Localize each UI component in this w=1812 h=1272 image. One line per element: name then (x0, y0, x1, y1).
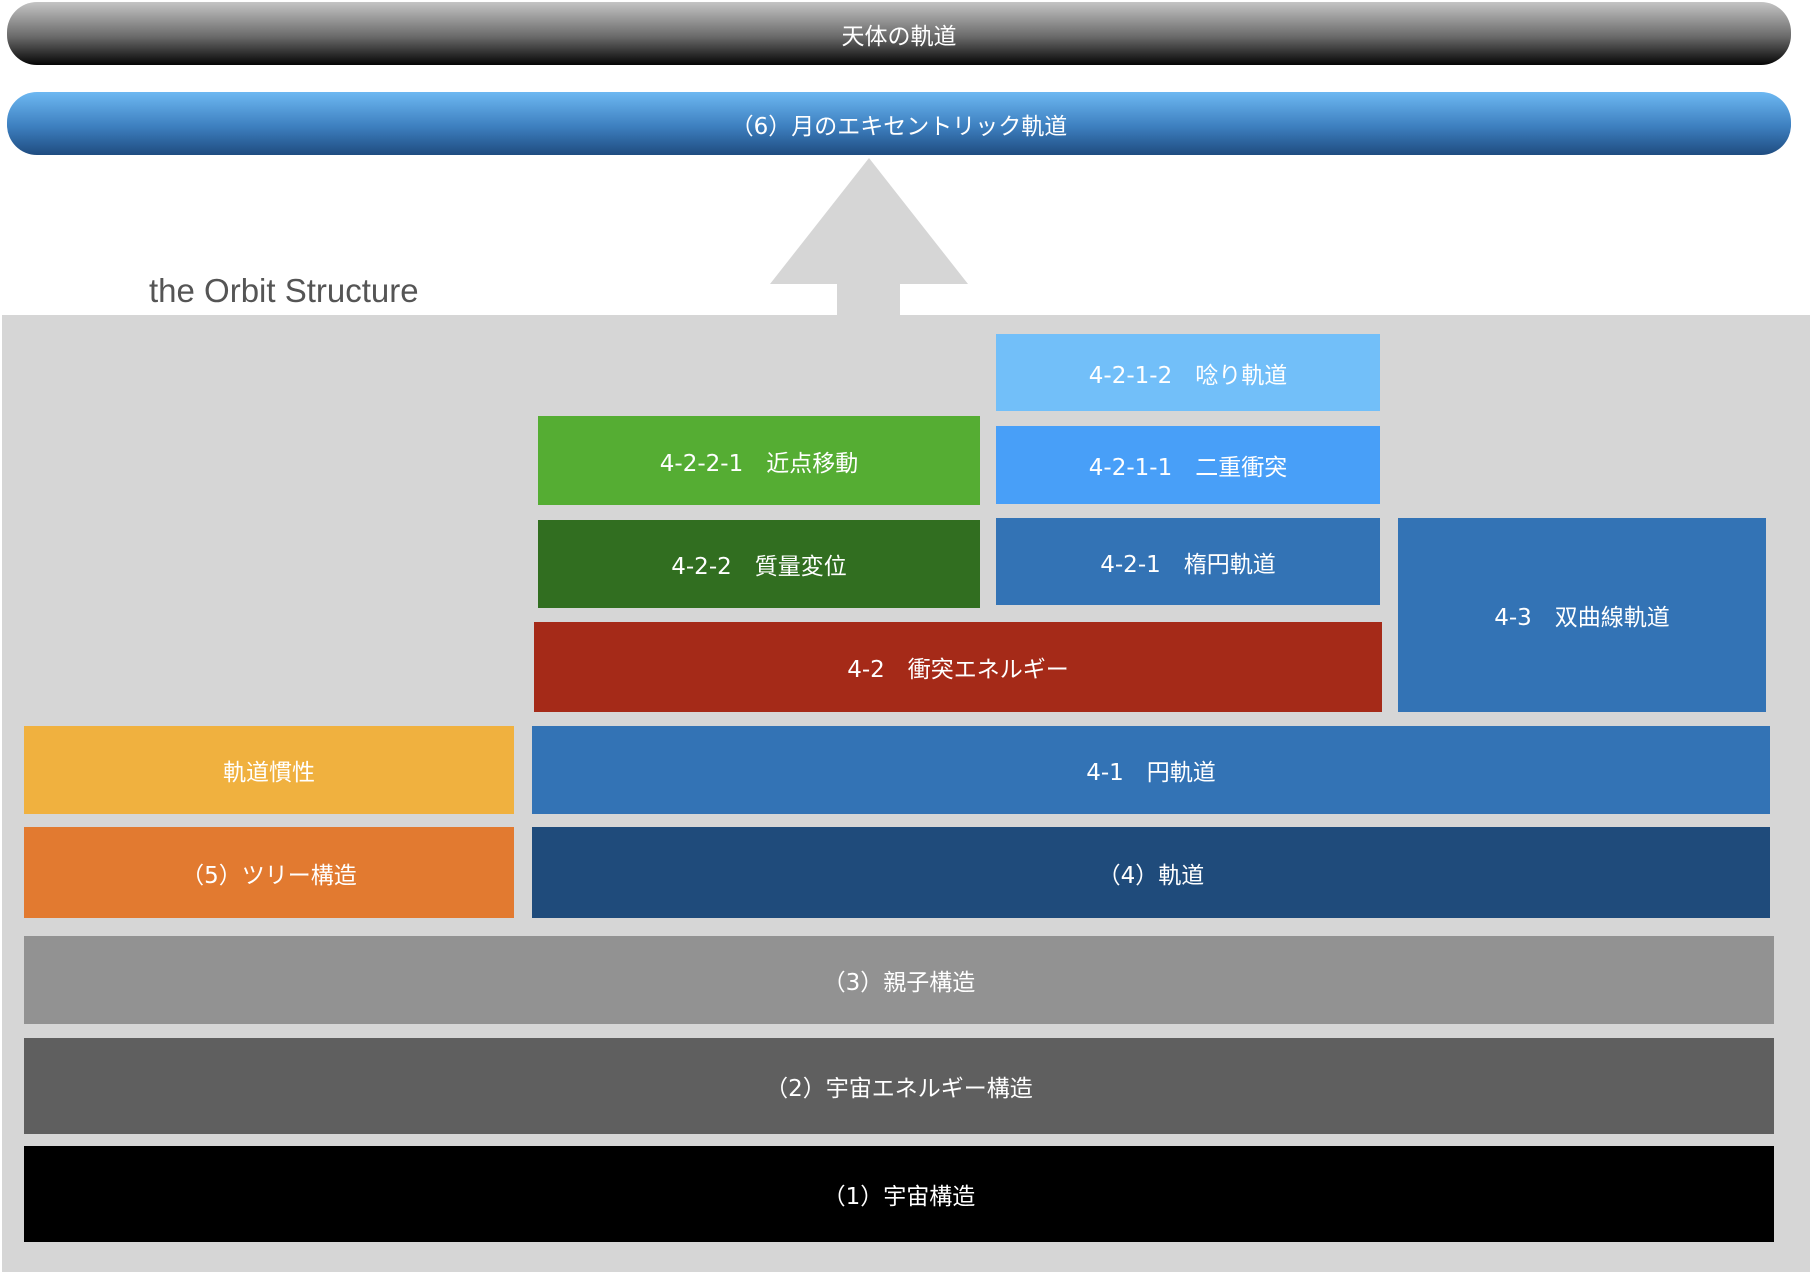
block-label: 軌道慣性 (223, 760, 315, 786)
block-label: 4-2 衝突エネルギー (847, 657, 1069, 683)
up-arrow-icon (770, 158, 968, 316)
block-label: 4-2-1 楕円軌道 (1100, 551, 1276, 578)
block-4-2-1-2: 4-2-1-2 唸り軌道 (996, 334, 1380, 411)
block-3-parent-child: （3）親子構造 (24, 936, 1774, 1024)
block-4-3: 4-3 双曲線軌道 (1398, 518, 1766, 712)
block-1-cosmic-structure: （1）宇宙構造 (24, 1146, 1774, 1242)
block-4-2-1-1: 4-2-1-1 二重衝突 (996, 426, 1380, 504)
block-label: （1）宇宙構造 (822, 1184, 976, 1210)
block-label: （2）宇宙エネルギー構造 (765, 1076, 1033, 1102)
moon-orbit-label: （6）月のエキセントリック軌道 (730, 113, 1068, 140)
block-2-cosmic-energy: （2）宇宙エネルギー構造 (24, 1038, 1774, 1134)
block-label: 4-2-1-1 二重衝突 (1088, 455, 1288, 481)
moon-eccentric-orbit-bar: （6）月のエキセントリック軌道 (7, 92, 1791, 155)
block-label: 4-2-1-2 唸り軌道 (1088, 362, 1288, 389)
block-label: （4）軌道 (1097, 862, 1205, 889)
celestial-orbit-label: 天体の軌道 (841, 23, 957, 50)
block-4-2: 4-2 衝突エネルギー (534, 622, 1382, 712)
celestial-orbit-bar: 天体の軌道 (7, 2, 1791, 65)
block-4-orbit: （4）軌道 (532, 827, 1770, 918)
block-label: （5）ツリー構造 (181, 862, 357, 889)
block-5-tree-structure: （5）ツリー構造 (24, 827, 514, 918)
block-label: 4-2-2 質量変位 (671, 554, 847, 580)
block-4-2-1: 4-2-1 楕円軌道 (996, 518, 1380, 605)
block-label: 4-3 双曲線軌道 (1494, 605, 1670, 631)
diagram-title: the Orbit Structure (149, 272, 419, 309)
block-label: （3）親子構造 (822, 970, 976, 996)
block-4-1: 4-1 円軌道 (532, 726, 1770, 814)
block-4-2-2-1: 4-2-2-1 近点移動 (538, 416, 980, 505)
block-label: 4-2-2-1 近点移動 (659, 450, 859, 477)
block-label: 4-1 円軌道 (1086, 760, 1216, 786)
block-4-2-2: 4-2-2 質量変位 (538, 520, 980, 608)
block-orbit-inertia: 軌道慣性 (24, 726, 514, 814)
